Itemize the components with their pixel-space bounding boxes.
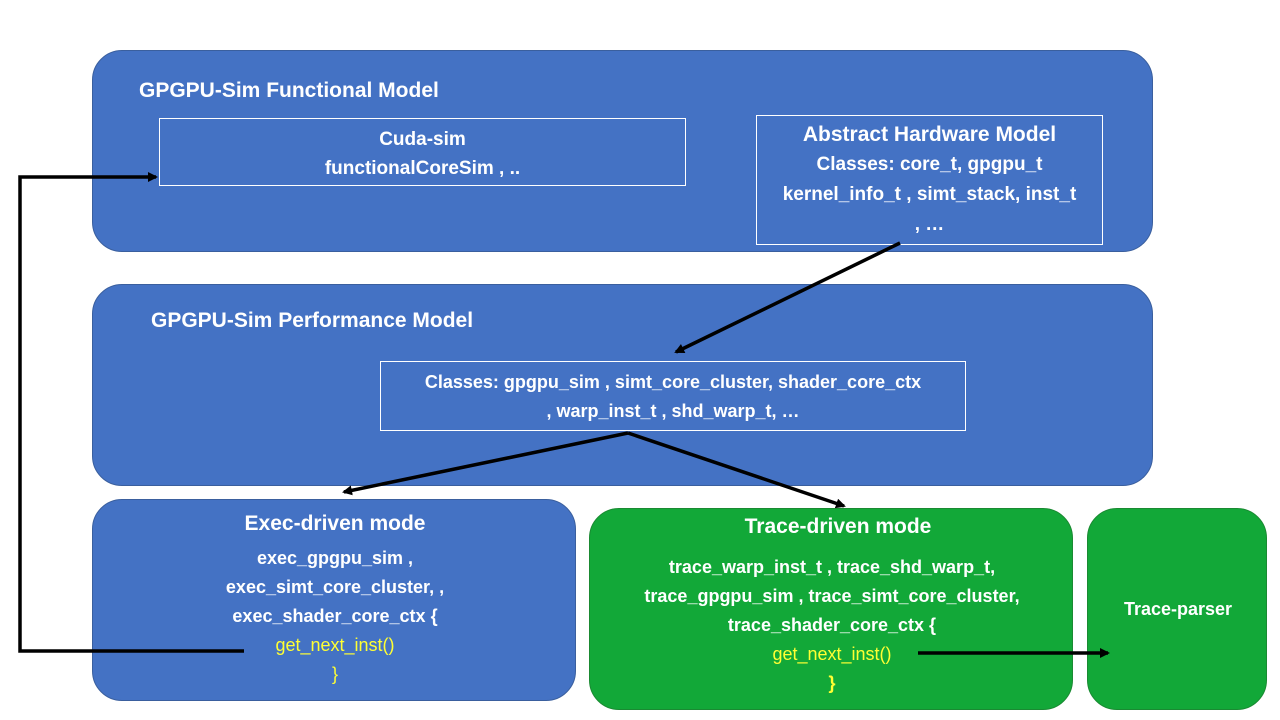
trace-get-next-inst: get_next_inst() — [772, 644, 892, 664]
cuda-sim-box: Cuda-sim functionalCoreSim , .. — [159, 118, 686, 186]
trace-driven-title: Trace-driven mode — [744, 515, 932, 538]
abstract-hardware-model-box: Abstract Hardware Model Classes: core_t,… — [756, 115, 1103, 245]
abstract-classes-line2: kernel_info_t , simt_stack, inst_t — [782, 184, 1077, 205]
arrow-performance-to-exec — [342, 431, 629, 496]
trace-driven-panel: Trace-driven mode trace_warp_inst_t , tr… — [589, 508, 1073, 710]
exec-line1: exec_gpgpu_sim , — [256, 548, 414, 568]
trace-close-brace: } — [828, 673, 836, 693]
performance-model-title: GPGPU-Sim Performance Model — [151, 309, 474, 332]
performance-classes-line1: Classes: gpgpu_sim , simt_core_cluster, … — [424, 372, 922, 392]
performance-classes-line2: , warp_inst_t , shd_warp_t, … — [546, 401, 800, 421]
arrow-performance-to-trace — [627, 431, 846, 509]
abstract-classes-line3: , … — [914, 214, 945, 235]
arrow-exec-to-cuda-sim — [18, 172, 244, 653]
exec-driven-panel: Exec-driven mode exec_gpgpu_sim , exec_s… — [92, 499, 576, 701]
performance-classes-box: Classes: gpgpu_sim , simt_core_cluster, … — [380, 361, 966, 431]
functional-core-sim-label: functionalCoreSim , .. — [324, 158, 521, 179]
trace-parser-panel: Trace-parser — [1087, 508, 1267, 710]
trace-line3: trace_shader_core_ctx { — [727, 615, 937, 635]
arrow-abstract-to-performance — [674, 241, 901, 354]
performance-model-panel: GPGPU-Sim Performance Model Classes: gpg… — [92, 284, 1153, 486]
exec-lines: exec_gpgpu_sim , exec_simt_core_cluster,… — [93, 544, 577, 689]
exec-line2: exec_simt_core_cluster, , — [225, 577, 445, 597]
trace-line2: trace_gpgpu_sim , trace_simt_core_cluste… — [644, 586, 1020, 606]
functional-model-panel: GPGPU-Sim Functional Model Cuda-sim func… — [92, 50, 1153, 252]
trace-parser-label: Trace-parser — [1123, 599, 1233, 619]
exec-driven-title: Exec-driven mode — [244, 512, 426, 535]
trace-lines: trace_warp_inst_t , trace_shd_warp_t, tr… — [590, 553, 1074, 698]
abstract-classes-line1: Classes: core_t, gpgpu_t — [816, 154, 1043, 175]
exec-line3: exec_shader_core_ctx { — [232, 606, 438, 626]
cuda-sim-label: Cuda-sim — [379, 129, 466, 150]
exec-get-next-inst: get_next_inst() — [275, 635, 395, 655]
abstract-hardware-model-title: Abstract Hardware Model — [802, 123, 1057, 146]
exec-close-brace: } — [331, 664, 338, 684]
trace-line1: trace_warp_inst_t , trace_shd_warp_t, — [668, 557, 996, 577]
functional-model-title: GPGPU-Sim Functional Model — [139, 79, 439, 102]
